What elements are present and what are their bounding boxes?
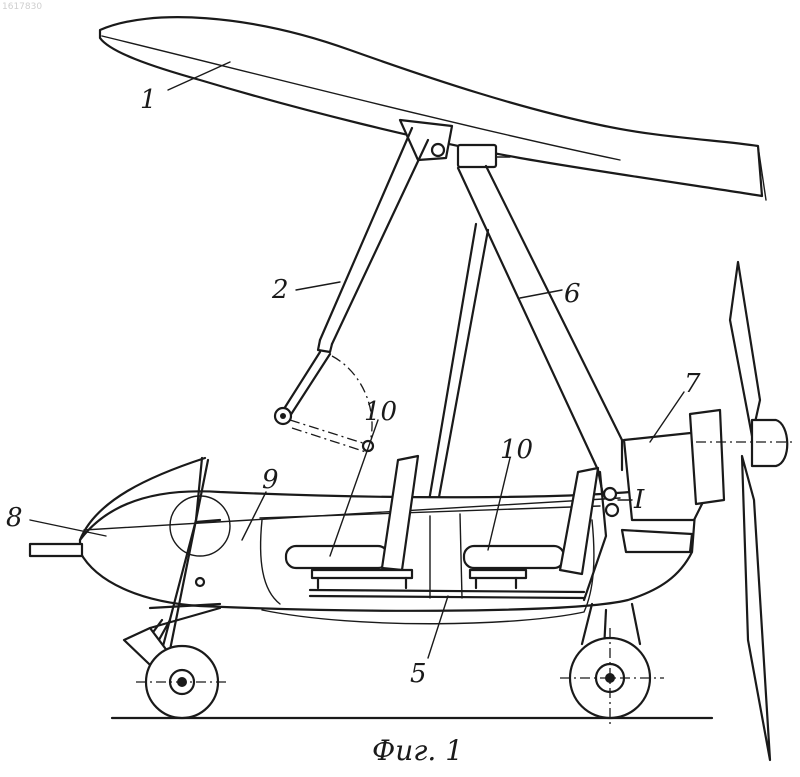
label-strut: 2 xyxy=(271,275,289,305)
figure-caption: Фиг. 1 xyxy=(372,734,463,767)
label-cabin: 9 xyxy=(262,465,279,495)
front-gear xyxy=(124,620,230,718)
nose-boom xyxy=(30,544,82,556)
mast xyxy=(458,166,622,500)
label-mast: 6 xyxy=(564,279,581,309)
label-seat-rear: 10 xyxy=(500,435,533,465)
strut-leader xyxy=(296,282,340,290)
label-seat-front: 10 xyxy=(364,397,397,427)
watermark-number: 1617830 xyxy=(2,2,42,12)
label-wing: 1 xyxy=(140,85,157,115)
label-engine: 7 xyxy=(684,369,701,399)
label-nose: 8 xyxy=(6,503,23,533)
label-keel: 5 xyxy=(410,659,427,689)
label-section: I xyxy=(633,485,645,515)
mast-leader xyxy=(520,290,562,298)
propeller xyxy=(696,262,796,760)
main-gear xyxy=(560,604,664,728)
wing xyxy=(100,17,766,200)
